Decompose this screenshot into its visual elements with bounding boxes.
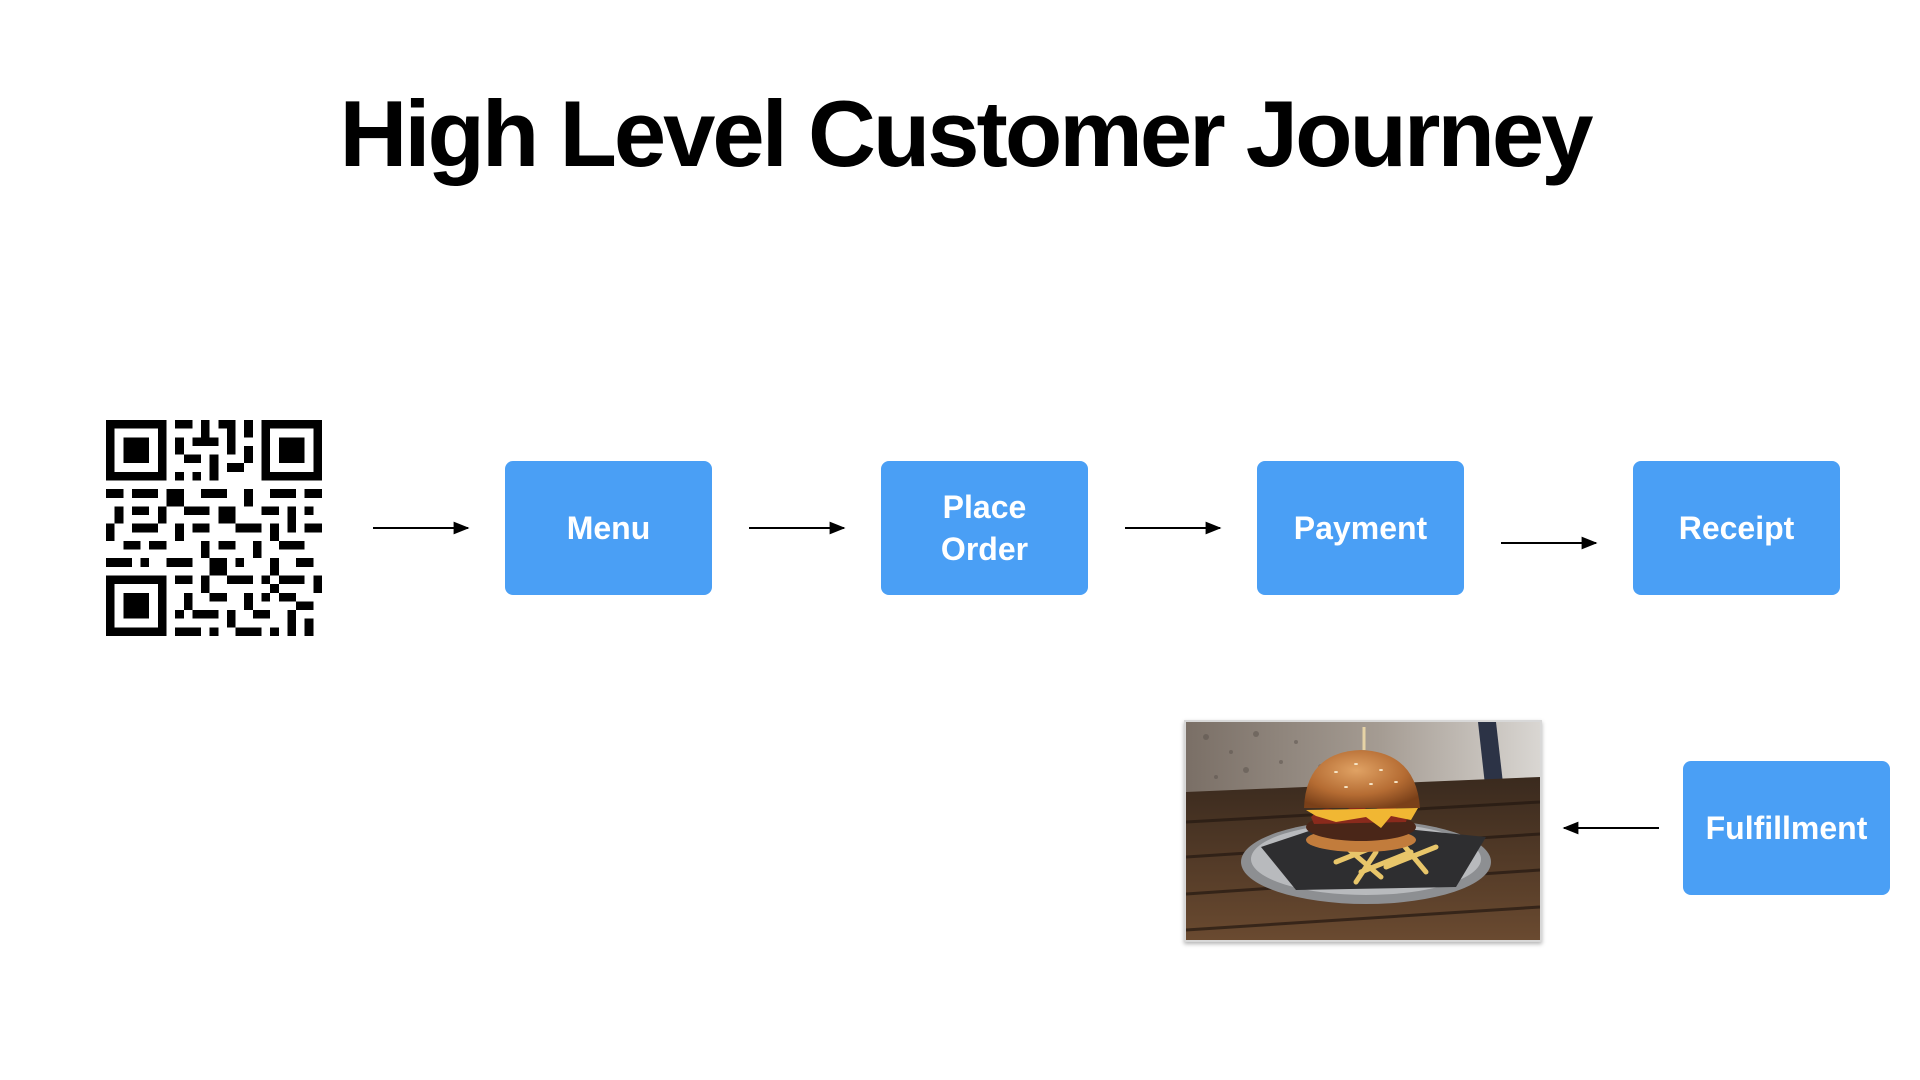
receipt-step: Receipt — [1633, 461, 1840, 595]
payment-step: Payment — [1257, 461, 1464, 595]
burger-photo — [1184, 720, 1542, 942]
fulfillment-step: Fulfillment — [1683, 761, 1890, 895]
menu-step: Menu — [505, 461, 712, 595]
qr-code-icon — [106, 420, 322, 636]
place-order-step: Place Order — [881, 461, 1088, 595]
slide-title: High Level Customer Journey — [339, 81, 1594, 186]
